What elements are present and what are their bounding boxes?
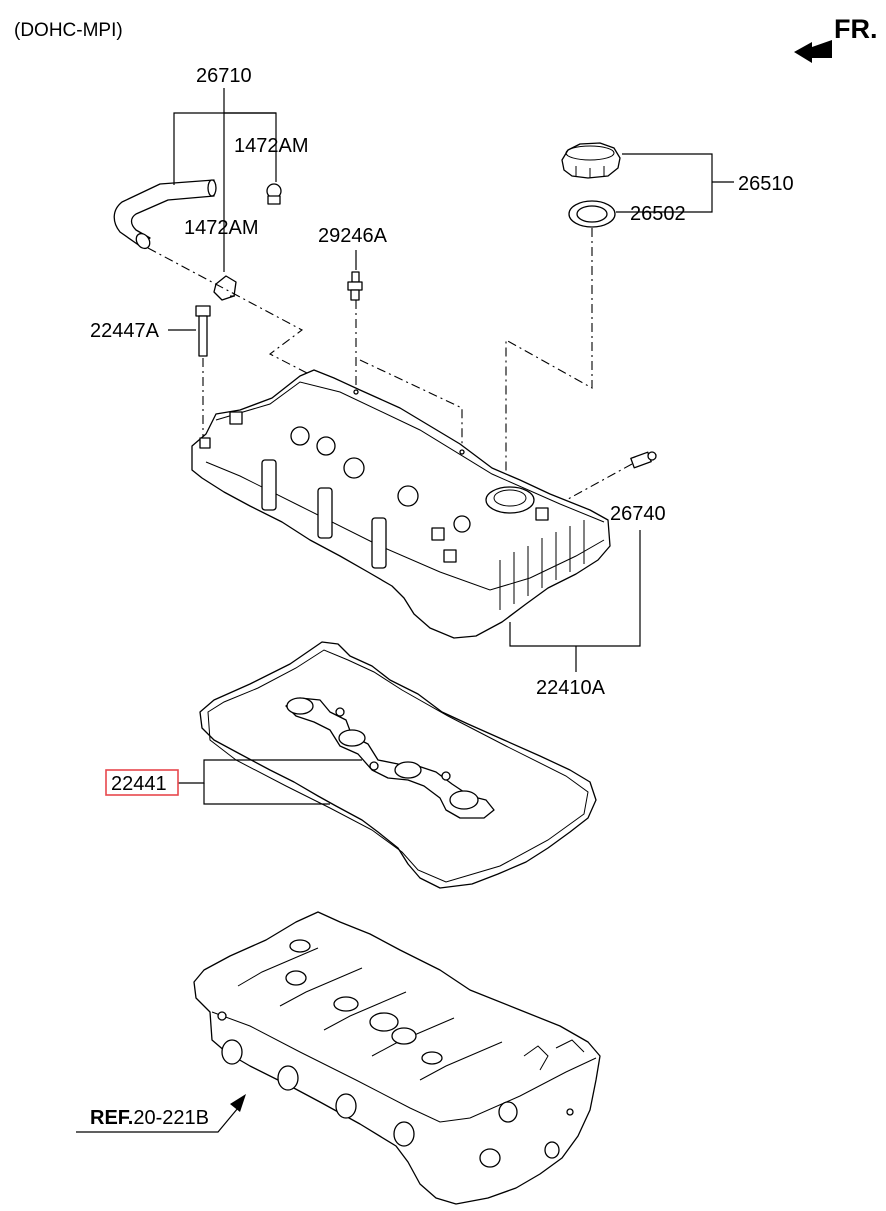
hose-clamp-upper-part [266, 183, 282, 205]
callout-clamp-upper: 1472AM [234, 135, 309, 157]
callout-cap-seal: 26502 [630, 203, 686, 225]
front-direction-arrow-icon [794, 40, 832, 63]
callout-clamp-lower: 1472AM [184, 217, 259, 239]
oil-filler-cap-part [561, 142, 621, 179]
callout-pcv-valve: 26740 [610, 503, 666, 525]
reference-label: REF.20-221B [90, 1107, 209, 1129]
reference-code: 20-221B [133, 1107, 209, 1129]
cylinder-head-cover-part [191, 369, 611, 639]
pcv-valve-part [630, 451, 657, 469]
reference-prefix: REF. [90, 1107, 133, 1129]
reference-arrow-icon [230, 1094, 246, 1112]
callout-hose: 26710 [196, 65, 252, 87]
bolt-part [195, 305, 211, 357]
callout-gasket: 22441 [111, 773, 167, 795]
callout-plug: 29246A [318, 225, 388, 247]
callout-oil-cap-assy: 26510 [738, 173, 794, 195]
engine-note: (DOHC-MPI) [14, 20, 123, 41]
callout-bolt: 22447A [90, 320, 160, 342]
breather-hose-part [113, 179, 217, 250]
front-mark: FR. [834, 14, 878, 44]
cover-gasket-part [199, 641, 597, 889]
cylinder-head-part [193, 911, 601, 1205]
gasket-highlight-box [105, 769, 179, 796]
plug-part [347, 271, 363, 301]
oil-cap-seal-part [568, 200, 616, 228]
callout-cover-assy: 22410A [536, 677, 606, 699]
